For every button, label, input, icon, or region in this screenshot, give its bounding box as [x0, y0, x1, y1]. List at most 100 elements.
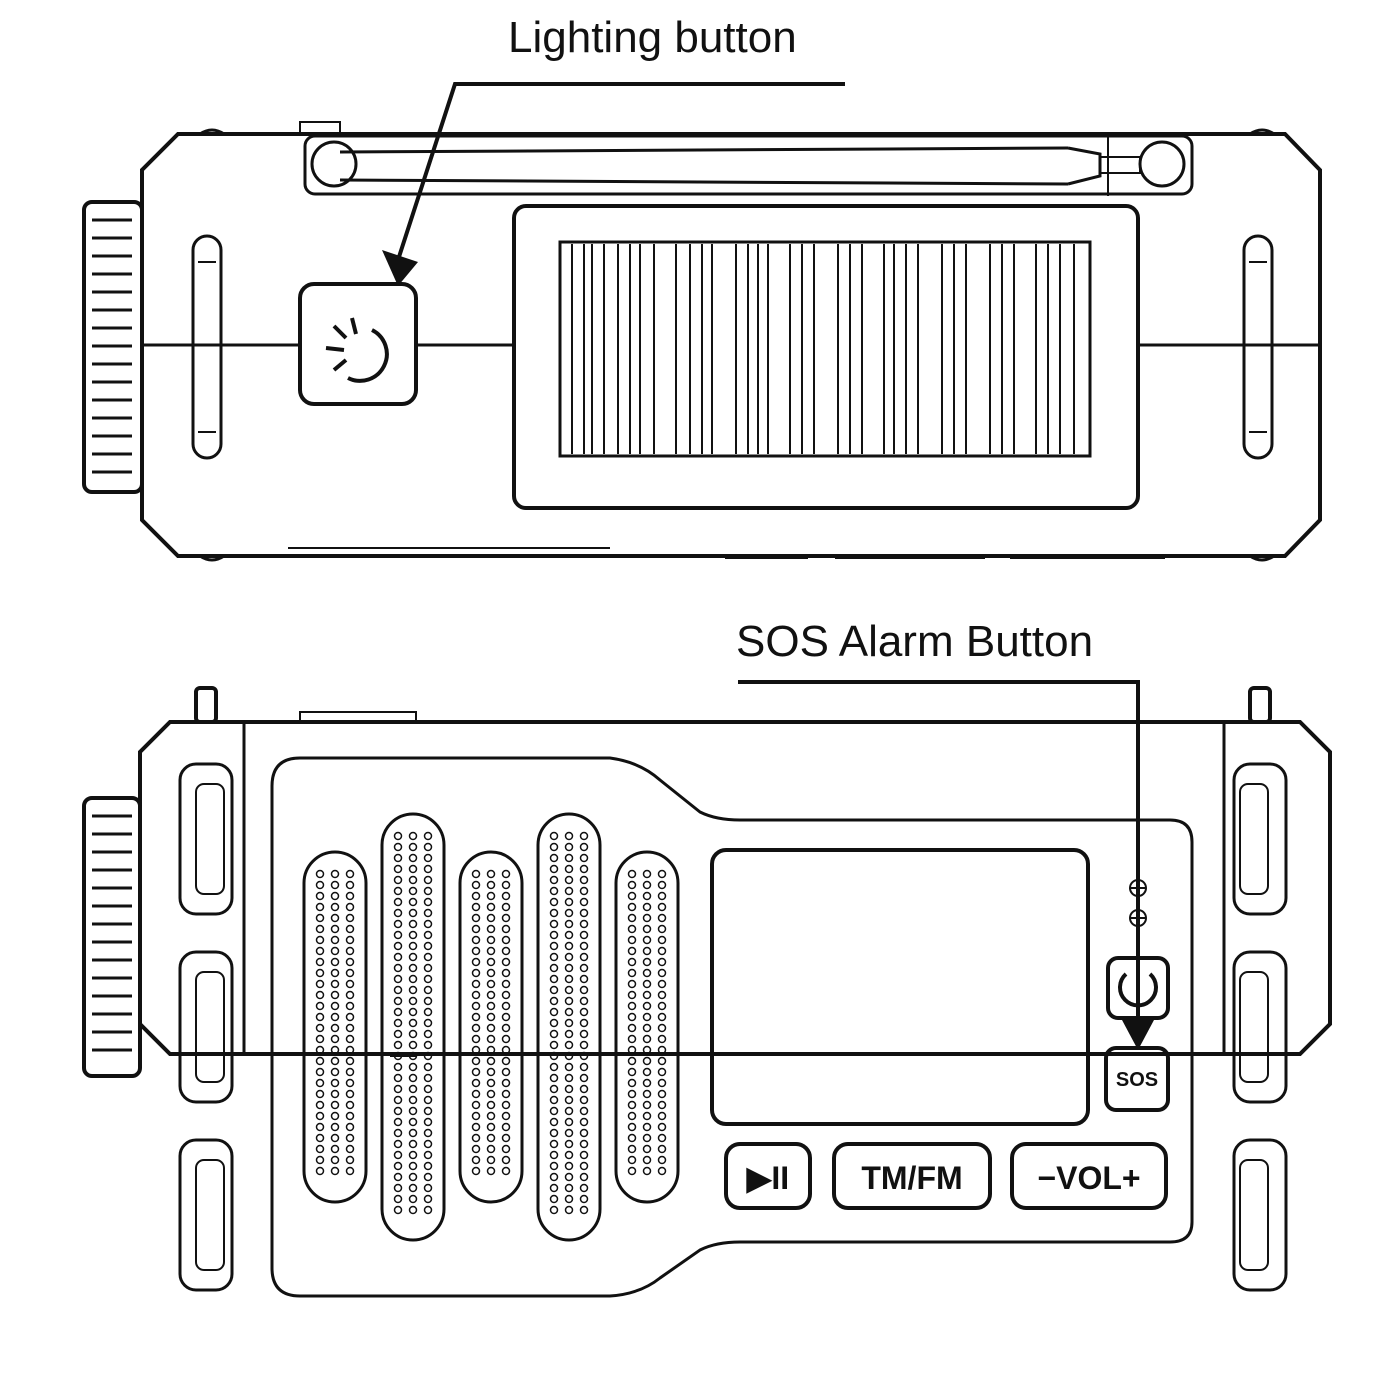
speaker-hole	[408, 1095, 418, 1105]
speaker-hole	[549, 919, 559, 929]
speaker-hole	[501, 990, 511, 1000]
speaker-hole	[564, 963, 574, 973]
speaker-hole	[408, 1029, 418, 1039]
speaker-hole	[657, 1023, 667, 1033]
speaker-hole	[627, 1078, 637, 1088]
speaker-hole	[315, 946, 325, 956]
speaker-hole	[471, 957, 481, 967]
speaker-hole	[642, 1023, 652, 1033]
speaker-hole	[471, 1100, 481, 1110]
speaker-hole	[549, 1106, 559, 1116]
speaker-hole	[423, 1183, 433, 1193]
speaker-hole	[423, 952, 433, 962]
play-pause-button[interactable]: ▶II	[724, 1142, 812, 1210]
speaker-hole	[486, 968, 496, 978]
speaker-hole	[423, 1073, 433, 1083]
speaker-hole	[408, 1062, 418, 1072]
speaker-hole	[579, 952, 589, 962]
speaker-hole	[579, 1106, 589, 1116]
speaker-hole	[549, 1128, 559, 1138]
speaker-hole	[345, 1067, 355, 1077]
speaker-hole	[423, 1139, 433, 1149]
lighting-callout-label: Lighting button	[508, 13, 797, 62]
speaker-hole	[330, 902, 340, 912]
speaker-hole	[345, 902, 355, 912]
speaker-hole	[393, 919, 403, 929]
speaker-hole	[408, 886, 418, 896]
speaker-hole	[579, 1117, 589, 1127]
speaker-hole	[345, 1100, 355, 1110]
speaker-hole	[423, 1150, 433, 1160]
speaker-hole	[393, 963, 403, 973]
speaker-hole	[486, 1144, 496, 1154]
speaker-hole	[642, 1012, 652, 1022]
speaker-hole	[657, 1144, 667, 1154]
speaker-hole	[345, 1012, 355, 1022]
speaker-hole	[393, 897, 403, 907]
speaker-hole	[330, 891, 340, 901]
sos-button[interactable]: SOS	[1104, 1046, 1170, 1112]
speaker-hole	[393, 1018, 403, 1028]
speaker-hole	[549, 930, 559, 940]
speaker-hole	[423, 1161, 433, 1171]
speaker-hole	[486, 1056, 496, 1066]
speaker-hole	[408, 985, 418, 995]
speaker-hole	[657, 957, 667, 967]
front-panel	[270, 756, 1194, 1298]
speaker-hole	[345, 946, 355, 956]
speaker-hole	[408, 930, 418, 940]
speaker-hole	[393, 1029, 403, 1039]
speaker-hole	[315, 891, 325, 901]
speaker-hole	[393, 1139, 403, 1149]
speaker-hole	[408, 908, 418, 918]
speaker-hole	[330, 1012, 340, 1022]
speaker-hole	[657, 891, 667, 901]
speaker-hole	[657, 946, 667, 956]
speaker-hole	[642, 946, 652, 956]
speaker-hole	[657, 913, 667, 923]
speaker-hole	[657, 1111, 667, 1121]
speaker-hole	[423, 1040, 433, 1050]
speaker-hole	[579, 1150, 589, 1160]
speaker-hole	[579, 1040, 589, 1050]
speaker-hole	[471, 1155, 481, 1165]
speaker-hole	[642, 891, 652, 901]
speaker-hole	[315, 1144, 325, 1154]
speaker-hole	[471, 1034, 481, 1044]
volume-button[interactable]: −VOL+	[1010, 1142, 1168, 1210]
speaker-hole	[549, 985, 559, 995]
lighting-button[interactable]	[298, 282, 418, 406]
speaker-hole	[471, 1144, 481, 1154]
speaker-hole	[657, 1089, 667, 1099]
speaker-hole	[315, 1100, 325, 1110]
speaker-hole	[579, 864, 589, 874]
sos-leader-line	[738, 680, 1154, 1050]
speaker-hole	[423, 831, 433, 841]
speaker-hole	[345, 1155, 355, 1165]
speaker-hole	[315, 1056, 325, 1066]
speaker-hole	[393, 1040, 403, 1050]
speaker-hole	[330, 1111, 340, 1121]
speaker-hole	[579, 897, 589, 907]
speaker-hole	[564, 1040, 574, 1050]
speaker-hole	[549, 886, 559, 896]
side-grips-left	[178, 762, 234, 1292]
band-button[interactable]: TM/FM	[832, 1142, 992, 1210]
speaker-hole	[408, 1073, 418, 1083]
speaker-hole	[423, 842, 433, 852]
speaker-hole	[501, 1133, 511, 1143]
speaker-hole	[579, 1194, 589, 1204]
speaker-hole	[579, 1161, 589, 1171]
speaker-hole	[408, 1040, 418, 1050]
speaker-hole	[579, 985, 589, 995]
speaker-hole	[408, 864, 418, 874]
speaker-hole	[423, 1128, 433, 1138]
speaker-hole	[657, 1155, 667, 1165]
power-button[interactable]	[1106, 956, 1170, 1020]
speaker-hole	[345, 913, 355, 923]
speaker-hole	[330, 946, 340, 956]
speaker-hole	[579, 963, 589, 973]
speaker-hole	[486, 1012, 496, 1022]
speaker-hole	[657, 1012, 667, 1022]
speaker-hole	[345, 968, 355, 978]
